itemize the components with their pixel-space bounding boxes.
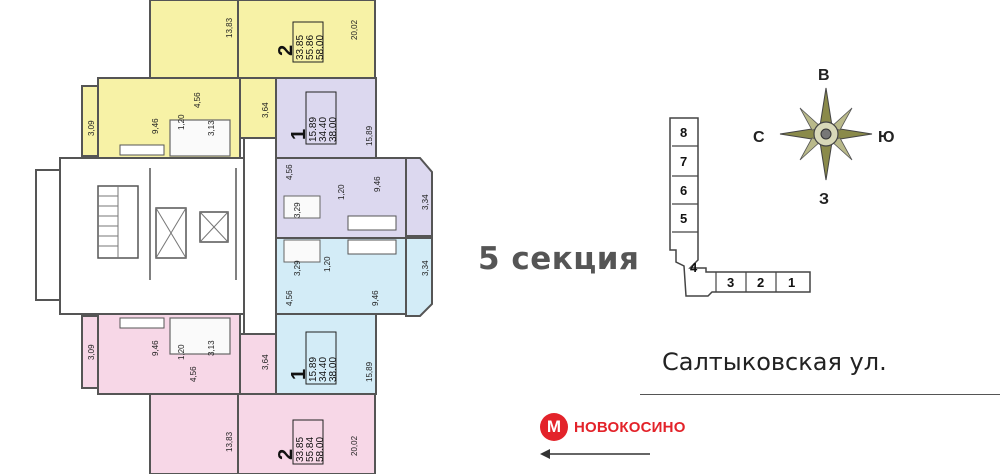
dim-yellow-kitchen: 9,46 xyxy=(151,118,160,134)
apt-area-3: 58.00 xyxy=(315,437,326,462)
dim-pink-corridor: 3,64 xyxy=(261,354,270,370)
section-4-label: 4 xyxy=(690,260,698,275)
apt-rooms-label: 1 xyxy=(288,369,310,380)
section-1-label: 1 xyxy=(788,275,795,290)
dim-violet-hall: 4,56 xyxy=(285,164,294,180)
dim-violet-kitchen: 9,46 xyxy=(373,176,382,192)
section-7-label: 7 xyxy=(680,154,687,169)
arrow-left-icon xyxy=(540,449,650,459)
apt-area-1: 15.89 xyxy=(308,117,319,142)
dim-top-room-far: 20,02 xyxy=(350,19,359,40)
dim-violet-room: 15,89 xyxy=(365,125,374,146)
dim-blue-room: 15,89 xyxy=(365,361,374,382)
dim-pink-hall: 4,56 xyxy=(189,366,198,382)
dim-yellow-hall: 4,56 xyxy=(193,92,202,108)
area-box-upper-1room: 1 15.89 34.40 38.00 xyxy=(288,91,339,145)
compass-west: С xyxy=(753,129,765,146)
apartment-lower-1room[interactable] xyxy=(275,237,433,395)
dim-blue-wc: 1,20 xyxy=(323,256,332,272)
section-title: 5 секция xyxy=(478,241,640,277)
section-6-label: 6 xyxy=(680,183,687,198)
dim-pink-wc: 3,13 xyxy=(207,340,216,356)
apt-rooms-label: 2 xyxy=(275,45,297,56)
section-3-label: 3 xyxy=(727,275,734,290)
area-box-bottom-2room: 2 33.85 55.84 58.00 xyxy=(275,419,326,465)
dim-yellow-wc: 3,13 xyxy=(207,120,216,136)
apartment-upper-1room[interactable] xyxy=(275,77,433,239)
dim-violet-wc: 1,20 xyxy=(337,184,346,200)
apt-area-3: 58.00 xyxy=(315,35,326,60)
dim-yellow-corridor: 3,64 xyxy=(261,102,270,118)
compass-east: Ю xyxy=(878,129,895,146)
dim-pink-balcony: 3,09 xyxy=(87,344,96,360)
apartment-bottom-2room[interactable] xyxy=(81,313,376,474)
dim-blue-balcony: 3,34 xyxy=(421,260,430,276)
apt-area-1: 33.85 xyxy=(295,437,306,462)
dim-yellow-bath: 1,20 xyxy=(177,114,186,130)
dim-bottom-room-right: 20,02 xyxy=(350,435,359,456)
apt-area-1: 15.89 xyxy=(308,357,319,382)
metro-station[interactable]: М НОВОКОСИНО xyxy=(540,412,686,442)
dim-top-room-right: 13,83 xyxy=(225,17,234,38)
building-sections-map: 8 7 6 5 4 3 2 1 xyxy=(669,117,811,297)
dim-violet-bath: 3,29 xyxy=(293,202,302,218)
dim-violet-balcony: 3,34 xyxy=(421,194,430,210)
apt-area-2: 34.40 xyxy=(318,117,329,142)
street-name: Салтыковская ул. xyxy=(662,348,887,376)
dimension-labels: 13,83 20,02 9,46 4,56 1,20 3,13 3,64 3,0… xyxy=(87,17,430,456)
apt-rooms-label: 2 xyxy=(275,449,297,460)
compass-rose-icon xyxy=(779,87,873,181)
apt-area-2: 55.84 xyxy=(305,437,316,462)
dim-blue-bath: 3,29 xyxy=(293,260,302,276)
apt-area-1: 33.85 xyxy=(295,35,306,60)
apt-area-2: 34.40 xyxy=(318,357,329,382)
street-line xyxy=(640,394,1000,395)
area-box-top-2room: 2 33.85 55.86 58.00 xyxy=(275,21,326,63)
area-box-lower-1room: 1 15.89 34.40 38.00 xyxy=(288,331,339,385)
dim-bottom-room-left: 13,83 xyxy=(225,431,234,452)
apt-area-3: 38.00 xyxy=(328,357,339,382)
dim-yellow-balcony: 3,09 xyxy=(87,120,96,136)
section-5-label: 5 xyxy=(680,211,687,226)
dim-pink-bath: 1,20 xyxy=(177,344,186,360)
apt-area-3: 38.00 xyxy=(328,117,339,142)
metro-icon: М xyxy=(540,413,568,441)
apartment-top-2room[interactable] xyxy=(81,0,376,159)
compass-north: В xyxy=(818,67,830,84)
dim-blue-hall: 4,56 xyxy=(285,290,294,306)
metro-station-name: НОВОКОСИНО xyxy=(574,418,686,436)
section-8-label: 8 xyxy=(680,125,687,140)
dim-pink-kitchen: 9,46 xyxy=(151,340,160,356)
dim-blue-kitchen: 9,46 xyxy=(371,290,380,306)
apt-area-2: 55.86 xyxy=(305,35,316,60)
section-2-label: 2 xyxy=(757,275,764,290)
apt-rooms-label: 1 xyxy=(288,129,310,140)
common-core xyxy=(35,137,277,335)
compass-south: З xyxy=(819,191,829,208)
